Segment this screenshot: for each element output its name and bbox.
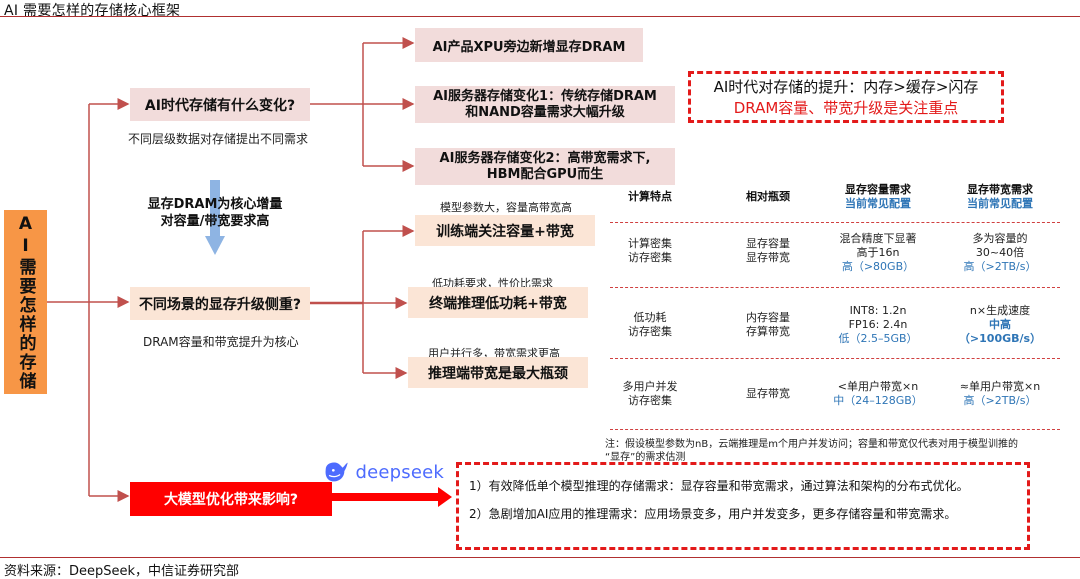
header-bandwidth-label: 显存带宽需求 xyxy=(967,183,1033,196)
question-scenario-upgrade: 不同场景的显存升级侧重? xyxy=(130,287,310,320)
row3-bandwidth: ≈单用户带宽×n 高（>2TB/s） xyxy=(950,380,1050,408)
cell-line: 显存带宽 xyxy=(746,251,790,264)
question-model-optimization: 大模型优化带来影响? xyxy=(130,482,332,516)
cell-line: <单用户带宽×n xyxy=(837,380,919,393)
page-title: AI 需要怎样的存储核心框架 xyxy=(4,3,181,19)
callout-line2: DRAM容量、带宽升级是关注重点 xyxy=(733,99,959,117)
question-label: 大模型优化带来影响? xyxy=(163,492,299,508)
question-label: AI时代存储有什么变化? xyxy=(144,97,296,114)
row3-feature: 多用户并发 访存密集 xyxy=(610,380,690,408)
storage-change-item-3: AI服务器存储变化2：高带宽需求下, HBM配合GPU而生 xyxy=(415,148,675,185)
cell-line: 访存密集 xyxy=(628,325,672,338)
cell-config: （>100GB/s） xyxy=(958,332,1042,345)
requirements-table: 计算特点 相对瓶颈 显存容量需求 当前常见配置 显存带宽需求 当前常见配置 计算… xyxy=(598,180,1080,440)
item-label-line2: 和NAND容量需求大幅升级 xyxy=(465,104,625,120)
row2-capacity: INT8: 1.2n FP16: 2.4n 低（2.5–5GB） xyxy=(828,304,928,346)
footnote-line2: “显存”的需求估测 xyxy=(605,452,686,463)
header-bandwidth: 显存带宽需求 当前常见配置 xyxy=(950,183,1050,211)
cell-line: n×生成速度 xyxy=(969,304,1031,317)
storage-change-item-1: AI产品XPU旁边新增显存DRAM xyxy=(415,28,643,62)
question-label: 不同场景的显存升级侧重? xyxy=(138,296,302,313)
scenario-note-cloud: 用户并行多，带宽需求更高 xyxy=(428,347,560,360)
item-label-line1: AI服务器存储变化1：传统存储DRAM xyxy=(433,88,657,104)
cell-line: FP16: 2.4n xyxy=(848,318,908,331)
cell-line: INT8: 1.2n xyxy=(849,304,907,317)
header-capacity: 显存容量需求 当前常见配置 xyxy=(828,183,928,211)
impact-item: 2）急剧增加AI应用的推理需求：应用场景变多，用户并发变多，更多存储容量和带宽需… xyxy=(469,507,957,521)
cell-line: 多为容量的 xyxy=(972,232,1028,245)
item-label-line1: AI服务器存储变化2：高带宽需求下, xyxy=(439,150,651,166)
whale-icon xyxy=(325,462,348,482)
header-compute: 计算特点 xyxy=(628,190,672,203)
cell-line: 低功耗 xyxy=(633,311,667,324)
impact-list: 1）有效降低单个模型推理的存储需求：显存容量和带宽需求，通过算法和架构的分布式优… xyxy=(456,462,1030,550)
row-divider xyxy=(610,358,1060,359)
cell-line: 访存密集 xyxy=(628,394,672,407)
cell-config: 中高 xyxy=(989,318,1011,331)
row1-bottleneck: 显存容量 显存带宽 xyxy=(728,237,808,265)
question-storage-change: AI时代存储有什么变化? xyxy=(130,88,310,121)
cell-config: 中（24–128GB） xyxy=(833,394,923,407)
row-divider xyxy=(610,222,1060,223)
cell-line: ≈单用户带宽×n xyxy=(959,380,1041,393)
row1-bandwidth: 多为容量的 30~40倍 高（>2TB/s） xyxy=(950,232,1050,274)
scenario-cloud-inference: 推理端带宽是最大瓶颈 xyxy=(408,357,588,388)
cell-config: 高（>2TB/s） xyxy=(963,260,1037,273)
cell-line: 多用户并发 xyxy=(622,380,678,393)
cell-line: 计算密集 xyxy=(628,237,672,250)
down-arrow-icon xyxy=(205,180,225,255)
row-divider xyxy=(610,287,1060,288)
row2-bottleneck: 内存容量 存算带宽 xyxy=(728,311,808,339)
source-footer: 资料来源：DeepSeek，中信证券研究部 xyxy=(4,564,240,579)
header-capacity-label: 显存容量需求 xyxy=(845,183,911,196)
header-bandwidth-sub: 当前常见配置 xyxy=(967,197,1033,210)
storage-change-item-2: AI服务器存储变化1：传统存储DRAM 和NAND容量需求大幅升级 xyxy=(415,86,675,123)
row1-capacity: 混合精度下显著 高于16n 高（>80GB） xyxy=(828,232,928,274)
item-label-line2: HBM配合GPU而生 xyxy=(486,166,604,182)
transition-text: 显存DRAM为核心增量 对容量/带宽要求高 xyxy=(120,196,310,230)
scenario-label: 训练端关注容量+带宽 xyxy=(436,223,574,240)
root-node: AI需要怎样的存储 xyxy=(4,210,47,394)
root-label: AI需要怎样的存储 xyxy=(15,213,36,391)
header-bottleneck: 相对瓶颈 xyxy=(746,190,790,203)
cell-config: 低（2.5–5GB） xyxy=(838,332,918,345)
cell-line: 混合精度下显著 xyxy=(839,232,917,245)
scenario-label: 终端推理低功耗+带宽 xyxy=(429,295,567,312)
cell-line: 30~40倍 xyxy=(975,246,1025,259)
header-capacity-sub: 当前常见配置 xyxy=(845,197,911,210)
footer-divider xyxy=(0,557,1080,558)
transition-line2: 对容量/带宽要求高 xyxy=(160,214,270,229)
branch2-subtitle: DRAM容量和带宽提升为核心 xyxy=(143,335,299,349)
cell-line: 显存带宽 xyxy=(746,387,790,400)
branch1-subtitle: 不同层级数据对存储提出不同需求 xyxy=(128,132,309,146)
cell-line: 内存容量 xyxy=(746,311,790,324)
storage-priority-callout: AI时代对存储的提升：内存>缓存>闪存 DRAM容量、带宽升级是关注重点 xyxy=(688,71,1004,123)
row-divider xyxy=(610,429,1060,430)
cell-line: 存算带宽 xyxy=(746,325,790,338)
row3-capacity: <单用户带宽×n 中（24–128GB） xyxy=(828,380,928,408)
callout-line1: AI时代对存储的提升：内存>缓存>闪存 xyxy=(713,78,979,96)
row2-feature: 低功耗 访存密集 xyxy=(610,311,690,339)
title-divider xyxy=(0,16,1080,17)
row2-bandwidth: n×生成速度 中高 （>100GB/s） xyxy=(950,304,1050,346)
impact-item: 1）有效降低单个模型推理的存储需求：显存容量和带宽需求，通过算法和架构的分布式优… xyxy=(469,479,969,493)
item-label: AI产品XPU旁边新增显存DRAM xyxy=(432,39,626,55)
cell-line: 高于16n xyxy=(856,246,900,259)
deepseek-wordmark: deepseek xyxy=(355,461,444,483)
scenario-note-training: 模型参数大，容量高带宽高 xyxy=(440,201,572,214)
scenario-training: 训练端关注容量+带宽 xyxy=(415,215,595,246)
row3-bottleneck: 显存带宽 xyxy=(728,387,808,401)
scenario-label: 推理端带宽是最大瓶颈 xyxy=(428,365,568,382)
cell-line: 访存密集 xyxy=(628,251,672,264)
scenario-edge-inference: 终端推理低功耗+带宽 xyxy=(408,287,588,318)
cell-config: 高（>2TB/s） xyxy=(963,394,1037,407)
cell-line: 显存容量 xyxy=(746,237,790,250)
row1-feature: 计算密集 访存密集 xyxy=(610,237,690,265)
table-footnote: 注：假设模型参数为nB，云端推理是m个用户并发访问；容量和带宽仅代表对用于模型训… xyxy=(605,438,1075,464)
footnote-line1: 注：假设模型参数为nB，云端推理是m个用户并发访问；容量和带宽仅代表对用于模型训… xyxy=(605,439,1018,450)
deepseek-logo: deepseek xyxy=(324,458,444,486)
transition-line1: 显存DRAM为核心增量 xyxy=(147,197,283,212)
scenario-note-edge: 低功耗要求，性价比需求 xyxy=(432,277,553,290)
cell-config: 高（>80GB） xyxy=(841,260,915,273)
